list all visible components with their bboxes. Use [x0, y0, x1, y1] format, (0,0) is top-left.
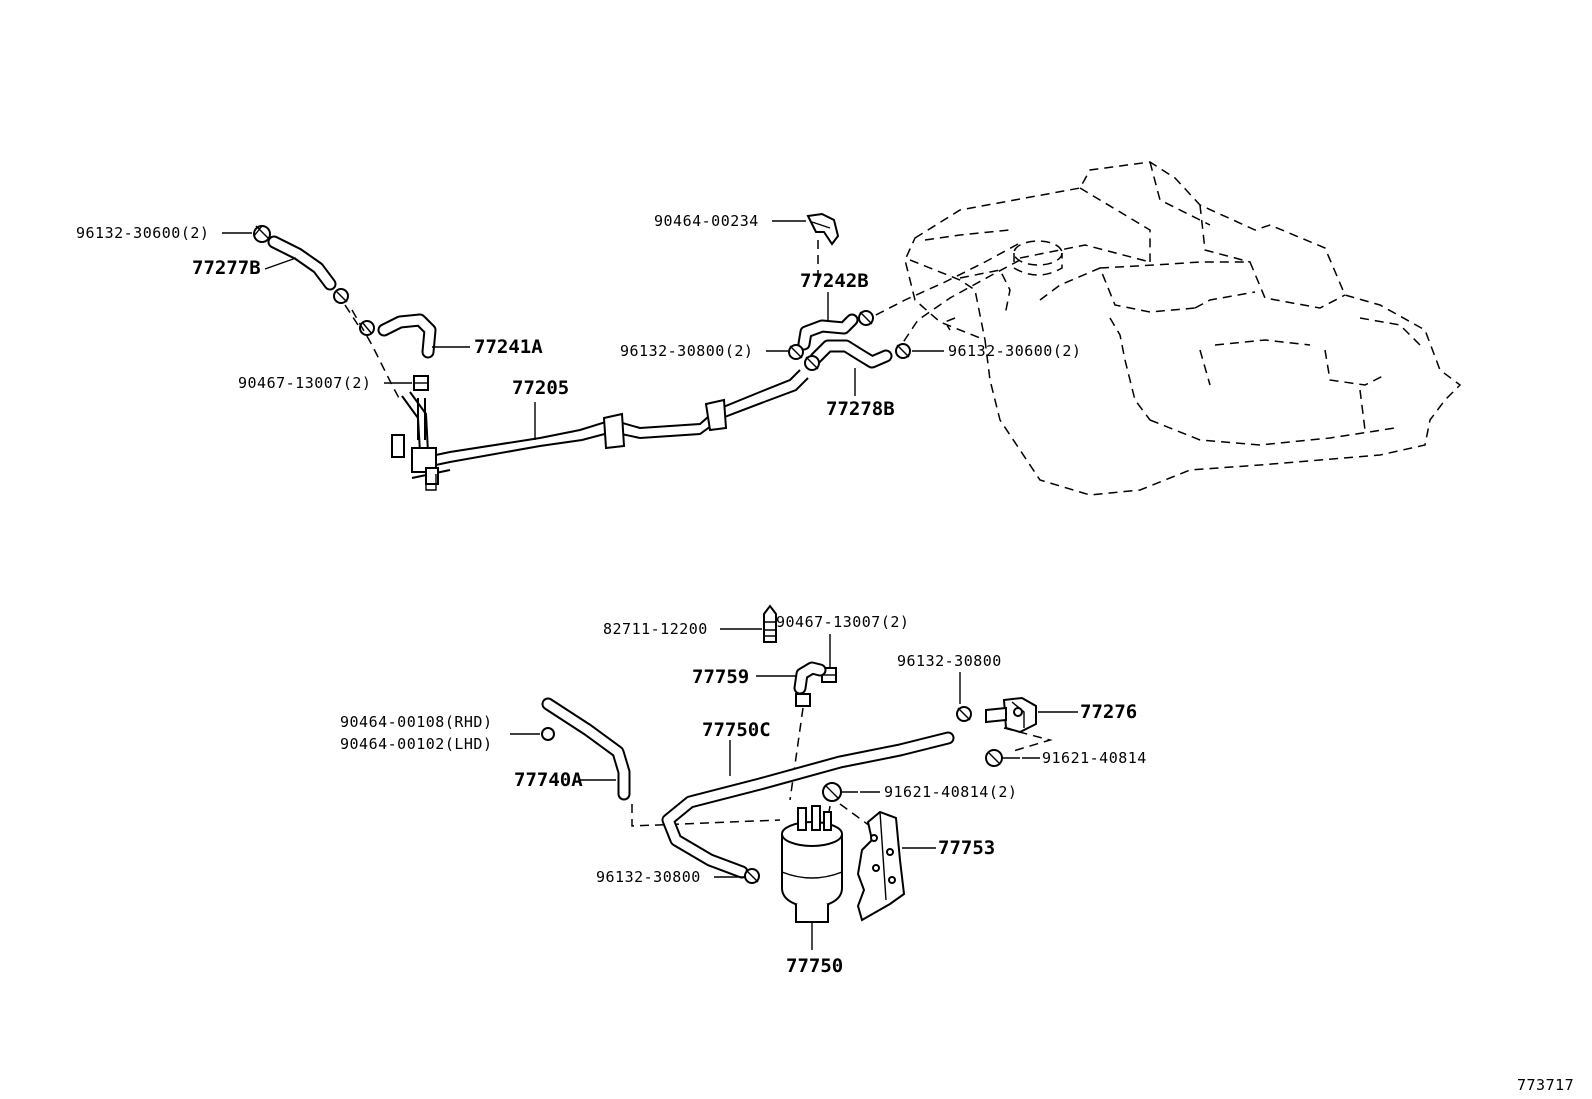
- label-91621-40814: 91621-40814: [1042, 749, 1147, 767]
- label-77750: 77750: [786, 955, 843, 977]
- hose-77750C: [661, 731, 955, 879]
- clamp-77242B-right: [858, 310, 874, 326]
- hose-77278B: [809, 339, 893, 369]
- clamp-90467-13007-upper: [413, 375, 429, 391]
- label-90464-00108-rhd: 90464-00108(RHD): [340, 713, 493, 731]
- lower-assembly: 82711-12200 90467-13007(2) 77759 96132-3…: [340, 604, 1147, 977]
- label-77242B: 77242B: [800, 270, 869, 292]
- bolt-91621-40814: [985, 749, 1020, 767]
- hose-77241A: [377, 313, 437, 359]
- label-96132-30800-left: 96132-30800: [596, 868, 701, 886]
- hose-77740A: [541, 697, 631, 801]
- label-91621-40814-2: 91621-40814(2): [884, 783, 1017, 801]
- label-96132-30800-right: 96132-30800: [897, 652, 1002, 670]
- label-77759: 77759: [692, 666, 749, 688]
- label-96132-30800-upper: 96132-30800(2): [620, 342, 753, 360]
- clamp-96132-30800-left: [744, 868, 760, 884]
- label-77278B: 77278B: [826, 398, 895, 420]
- clamp-77241A-left: [359, 320, 375, 336]
- canister-77750: [781, 805, 843, 923]
- diagram-id: 773717: [1517, 1076, 1574, 1094]
- valve-77276: [985, 696, 1037, 734]
- bracket-77753: [856, 810, 906, 922]
- hose-77242B: [797, 313, 859, 351]
- fuel-tank-outline: [869, 161, 1462, 496]
- plug-82711-12200: [763, 604, 777, 643]
- bolt-91621-40814-2: [822, 782, 858, 802]
- clip-90464-00234: [806, 212, 840, 246]
- clamp-77759-lower: [795, 693, 811, 707]
- label-77205: 77205: [512, 377, 569, 399]
- label-90467-13007-upper: 90467-13007(2): [238, 374, 371, 392]
- clamp-77278B-left: [804, 355, 820, 371]
- label-96132-30600-left: 96132-30600(2): [76, 224, 209, 242]
- label-77753: 77753: [938, 837, 995, 859]
- label-77740A: 77740A: [514, 769, 583, 791]
- label-82711-12200: 82711-12200: [603, 620, 708, 638]
- label-77241A: 77241A: [474, 336, 543, 358]
- label-96132-30600-right: 96132-30600(2): [948, 342, 1081, 360]
- label-90467-13007-lower: 90467-13007(2): [776, 613, 909, 631]
- label-77750C: 77750C: [702, 719, 771, 741]
- clamp-96132-30600-right: [895, 343, 911, 359]
- hose-77277B: [267, 235, 337, 291]
- pipe-77205: [391, 369, 809, 491]
- label-77277B: 77277B: [192, 257, 261, 279]
- label-90464-00102-lhd: 90464-00102(LHD): [340, 735, 493, 753]
- label-90464-00234: 90464-00234: [654, 212, 759, 230]
- clamp-96132-30800-upper: [788, 344, 804, 360]
- clamp-96132-30600-left: [253, 225, 271, 243]
- upper-assembly: 96132-30600(2) 77277B 77241A: [76, 212, 1081, 491]
- clamp-77277B-end: [333, 288, 349, 304]
- label-77276: 77276: [1080, 701, 1137, 723]
- clip-90464-00108: [541, 727, 555, 741]
- hose-77759: [793, 661, 827, 695]
- clamp-96132-30800-right: [956, 706, 972, 722]
